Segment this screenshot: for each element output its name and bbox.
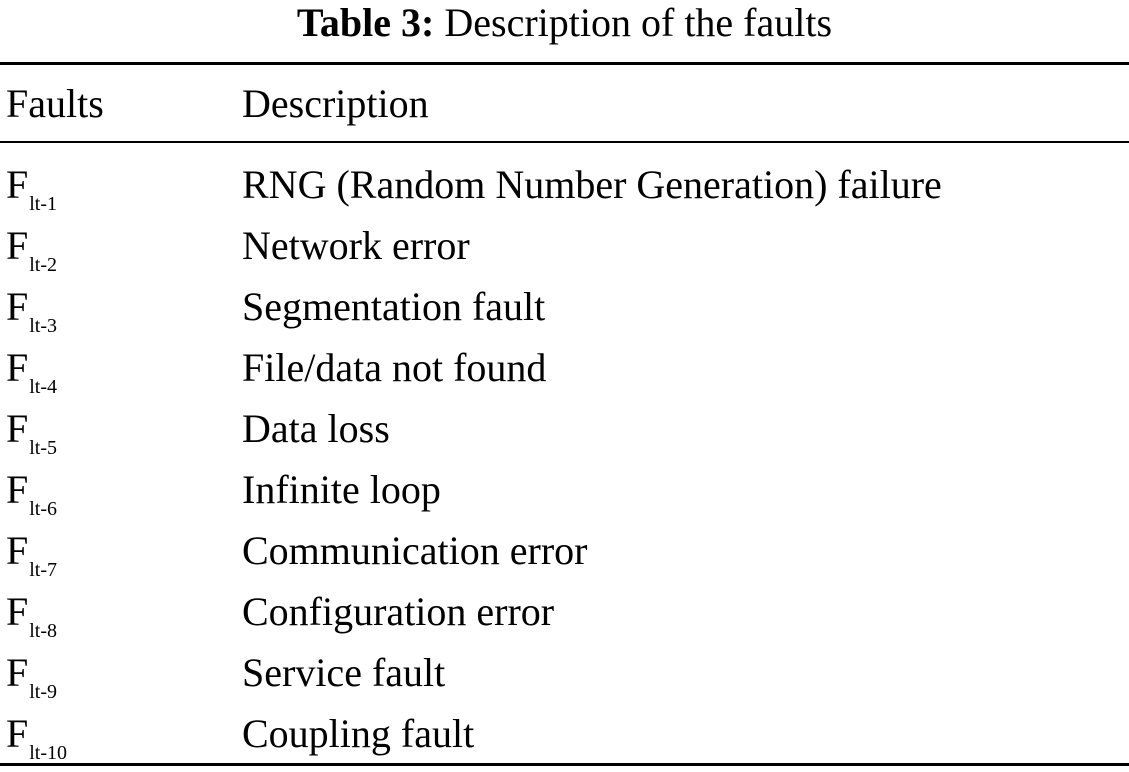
- fault-id: Flt-6: [6, 467, 58, 520]
- table-caption: Table 3: Description of the faults: [0, 0, 1129, 52]
- caption-text: Description of the faults: [444, 0, 833, 45]
- table-row: Flt-7 Communication error: [0, 520, 1129, 581]
- fault-id: Flt-1: [6, 162, 58, 215]
- fault-id: Flt-9: [6, 650, 58, 703]
- table-row: Flt-2 Network error: [0, 215, 1129, 276]
- caption-label: Table 3:: [296, 0, 435, 45]
- fault-description: Service fault: [242, 650, 446, 695]
- table-row: Flt-10 Coupling fault: [0, 703, 1129, 764]
- fault-description: Data loss: [242, 406, 390, 451]
- table-header-row: Faults Description: [0, 76, 1129, 132]
- fault-description: Configuration error: [242, 589, 555, 634]
- header-description: Description: [242, 81, 429, 126]
- fault-id: Flt-8: [6, 589, 58, 642]
- fault-description: File/data not found: [242, 345, 547, 390]
- top-rule: [0, 62, 1129, 65]
- fault-description: Communication error: [242, 528, 588, 573]
- table-row: Flt-3 Segmentation fault: [0, 276, 1129, 337]
- table-row: Flt-5 Data loss: [0, 398, 1129, 459]
- fault-description: Segmentation fault: [242, 284, 546, 329]
- fault-id: Flt-4: [6, 345, 58, 398]
- fault-id: Flt-3: [6, 284, 58, 337]
- fault-description: RNG (Random Number Generation) failure: [242, 162, 942, 207]
- header-faults: Faults: [6, 81, 104, 126]
- header-rule: [0, 141, 1129, 143]
- fault-description: Infinite loop: [242, 467, 441, 512]
- bottom-rule: [0, 763, 1129, 766]
- fault-id: Flt-7: [6, 528, 58, 581]
- fault-id: Flt-2: [6, 223, 58, 276]
- table-row: Flt-6 Infinite loop: [0, 459, 1129, 520]
- table-row: Flt-8 Configuration error: [0, 581, 1129, 642]
- table-row: Flt-1 RNG (Random Number Generation) fai…: [0, 154, 1129, 215]
- fault-id: Flt-5: [6, 406, 58, 459]
- fault-description: Network error: [242, 223, 470, 268]
- table-row: Flt-9 Service fault: [0, 642, 1129, 703]
- fault-id: Flt-10: [6, 711, 68, 764]
- fault-description: Coupling fault: [242, 711, 475, 756]
- table-body: Flt-1 RNG (Random Number Generation) fai…: [0, 154, 1129, 764]
- table-row: Flt-4 File/data not found: [0, 337, 1129, 398]
